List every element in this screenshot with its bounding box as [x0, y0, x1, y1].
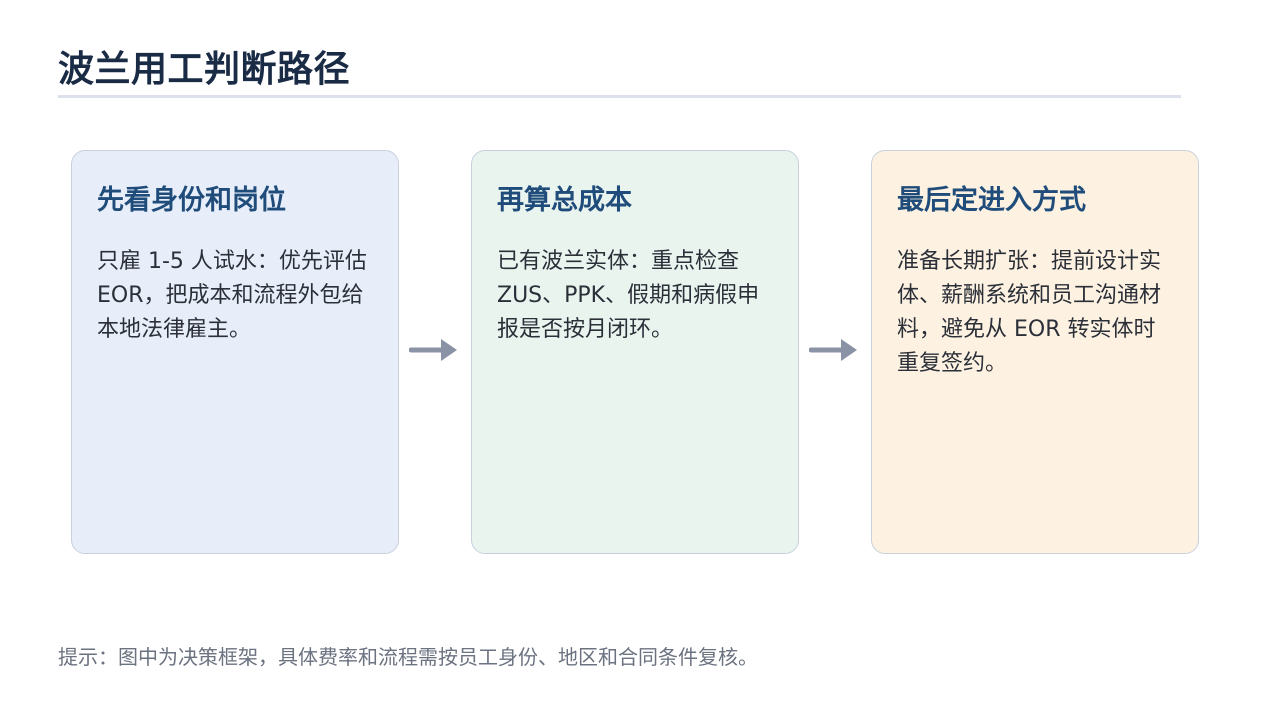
- step-1-body: 只雇 1-5 人试水：优先评估 EOR，把成本和流程外包给本地法律雇主。: [97, 249, 367, 342]
- arrow-right-icon: [809, 339, 857, 361]
- step-card-1: 先看身份和岗位 只雇 1-5 人试水：优先评估 EOR，把成本和流程外包给本地法…: [71, 150, 399, 554]
- title-divider: [58, 95, 1181, 98]
- arrow-right-icon: [409, 339, 457, 361]
- step-2-body: 已有波兰实体：重点检查 ZUS、PPK、假期和病假申报是否按月闭环。: [497, 249, 760, 342]
- step-card-3: 最后定进入方式 准备长期扩张：提前设计实体、薪酬系统和员工沟通材料，避免从 EO…: [871, 150, 1199, 554]
- step-3-body: 准备长期扩张：提前设计实体、薪酬系统和员工沟通材料，避免从 EOR 转实体时重复…: [897, 249, 1162, 376]
- step-1-title: 先看身份和岗位: [97, 185, 286, 216]
- page-title: 波兰用工判断路径: [58, 49, 351, 90]
- step-3-title: 最后定进入方式: [897, 185, 1086, 216]
- step-card-2: 再算总成本 已有波兰实体：重点检查 ZUS、PPK、假期和病假申报是否按月闭环。: [471, 150, 799, 554]
- step-2-title: 再算总成本: [497, 185, 632, 216]
- footnote: 提示：图中为决策框架，具体费率和流程需按员工身份、地区和合同条件复核。: [58, 645, 758, 669]
